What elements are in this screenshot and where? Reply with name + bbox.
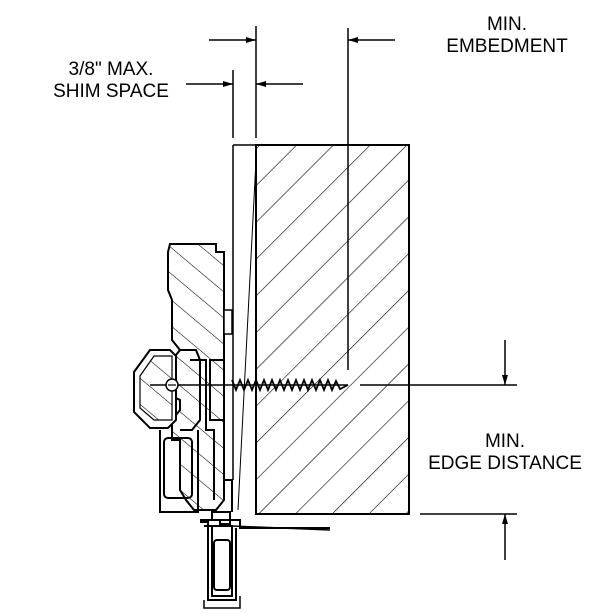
edge-distance-label: MIN. EDGE DISTANCE [420,431,590,475]
shim-space-label-line2: SHIM SPACE [53,81,169,102]
sill-flashing [200,479,331,609]
embedment-label-line1: MIN. [486,14,528,35]
edge-distance-dimension [360,340,517,560]
shim-space-label-line1: 3/8" MAX. [68,59,154,80]
shim-space [232,144,257,511]
shim-space-label: 3/8" MAX. SHIM SPACE [36,59,186,103]
aluminum-cladding [133,349,225,513]
embedment-label: MIN. EMBEDMENT [432,14,582,58]
shim-space-dimension [186,26,303,138]
edge-distance-label-line1: MIN. [484,431,526,452]
substrate-block [255,144,410,515]
embedment-label-line2: EMBEDMENT [446,36,568,57]
anchor-screw [150,377,349,393]
edge-distance-label-line2: EDGE DISTANCE [428,453,582,474]
embedment-dimension [347,28,395,370]
